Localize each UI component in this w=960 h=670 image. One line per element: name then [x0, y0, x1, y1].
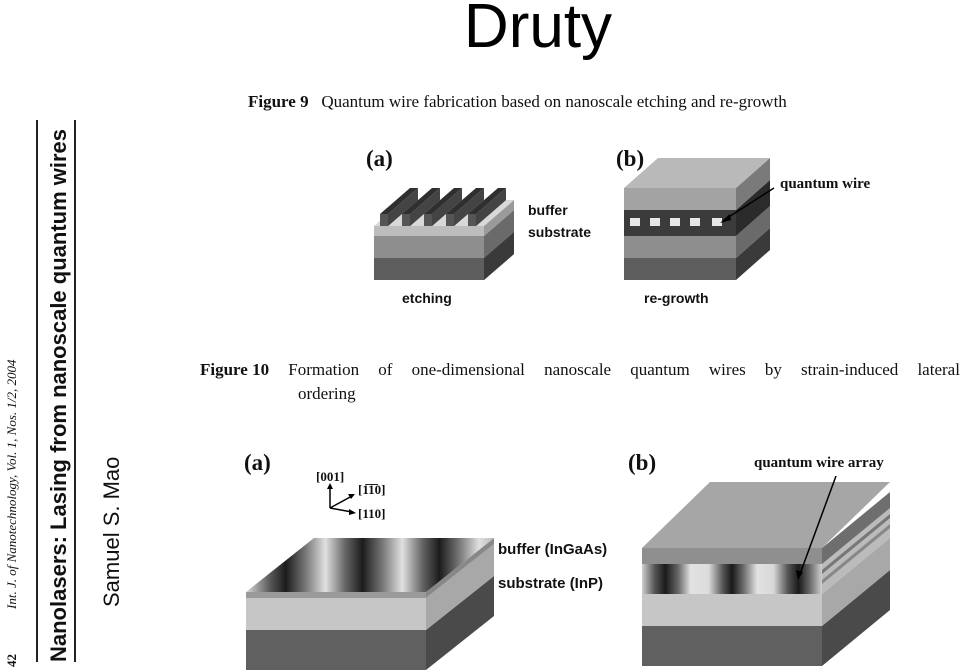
regrowth-cap-side: [736, 158, 770, 210]
slide-title: Druty: [463, 0, 613, 61]
substrate-inp-bottom-front: [246, 630, 426, 670]
strain-modulated-surface: [246, 538, 494, 592]
figure10-strain-ordering-diagram: [246, 538, 494, 670]
substrate-inp-bottom-side: [426, 576, 494, 670]
crystal-axes-icon: [327, 483, 356, 515]
regrowth-mid-front: [624, 236, 736, 258]
caption-word: by: [764, 360, 782, 379]
figure10-caption: Figure 10 Formation of one-dimensional n…: [200, 358, 960, 406]
article-author: Samuel S. Mao: [99, 456, 124, 607]
buffer-ingaas-front: [246, 592, 426, 598]
figure9-regrowth-caption: re-growth: [644, 290, 709, 306]
caption-word: quantum: [630, 360, 690, 379]
wire-array-arrowhead: [796, 570, 803, 580]
caption-word: nanoscale: [544, 360, 612, 379]
figure9-caption-label: Figure 9: [248, 92, 309, 111]
caption-word: Formation: [288, 360, 360, 379]
array-substrate-front: [642, 594, 822, 626]
substrate-inp-front: [246, 598, 426, 630]
page-number: 42: [4, 654, 19, 667]
array-cap-front: [642, 548, 822, 564]
regrowth-cap-front: [624, 188, 736, 210]
caption-word: lateral: [917, 360, 960, 379]
journal-citation: Int. J. of Nanotechnology, Vol. 1, Nos. …: [4, 359, 19, 609]
array-bottom-front: [642, 626, 822, 666]
caption-word: wires: [708, 360, 746, 379]
quantum-wire-pointer: [723, 187, 775, 221]
caption-word: strain-induced: [801, 360, 899, 379]
figure9-substrate-label: substrate: [528, 224, 592, 240]
array-bottom-side: [822, 570, 890, 666]
substrate-front: [374, 258, 484, 280]
substrate-inp-side: [426, 544, 494, 630]
figure10-panel-b-label: (b): [628, 450, 657, 475]
regrowth-wire-layer-side: [736, 180, 770, 236]
buffer-ingaas-side: [426, 538, 494, 598]
regrowth-mid-side: [736, 206, 770, 258]
figure9-regrowth-diagram: [624, 158, 775, 280]
figure10-caption-line2: ordering: [298, 384, 356, 403]
buffer-front: [374, 226, 484, 236]
substrate-mid-side: [484, 210, 514, 258]
wire-array-front: [642, 564, 822, 594]
axis-001-label: [001]: [316, 469, 345, 484]
axis-110-label: [110]: [358, 506, 386, 521]
figure10-quantum-wire-array-label: quantum wire array: [754, 455, 884, 471]
array-cap-side: [822, 492, 890, 564]
regrowth-cap-top: [624, 158, 770, 188]
wire-array-pointer: [799, 476, 837, 575]
etched-ridges: [380, 188, 506, 226]
figure10-panel-a-label: (a): [244, 450, 271, 475]
figure10-caption-label: Figure 10: [200, 360, 270, 379]
regrowth-bottom-side: [736, 228, 770, 280]
figure9-etching-diagram: [374, 188, 514, 280]
figure10-buffer-label: buffer (InGaAs): [498, 541, 608, 558]
figure10-wire-array-diagram: [642, 476, 890, 666]
caption-word: one-dimensional: [411, 360, 525, 379]
wire-array-side-stripes: [822, 514, 890, 584]
substrate-side: [484, 232, 514, 280]
axis-1-10-label: [1̅1̅0]: [358, 482, 386, 497]
figure9-buffer-label: buffer: [528, 202, 568, 218]
article-title: Nanolasers: Lasing from nanoscale quantu…: [46, 128, 71, 662]
sidebar-divider-left: [36, 120, 38, 662]
regrowth-bottom-front: [624, 258, 736, 280]
caption-word: of: [378, 360, 393, 379]
figure9-etching-caption: etching: [402, 290, 452, 306]
substrate-mid-front: [374, 236, 484, 258]
quantum-wire-cross-sections: [630, 218, 722, 226]
pointer-arrowhead: [720, 214, 731, 223]
figure9-quantum-wire-label: quantum wire: [780, 176, 871, 192]
sidebar-divider-right: [74, 120, 76, 662]
figure9-panel-b-label: (b): [616, 146, 645, 171]
figure9-panel-a-label: (a): [366, 146, 393, 171]
array-substrate-side: [822, 538, 890, 626]
figure10-substrate-label: substrate (InP): [498, 575, 604, 592]
buffer-side: [484, 200, 514, 236]
figure9-caption-text: Quantum wire fabrication based on nanosc…: [321, 92, 787, 111]
figure9-caption: Figure 9 Quantum wire fabrication based …: [248, 90, 787, 114]
